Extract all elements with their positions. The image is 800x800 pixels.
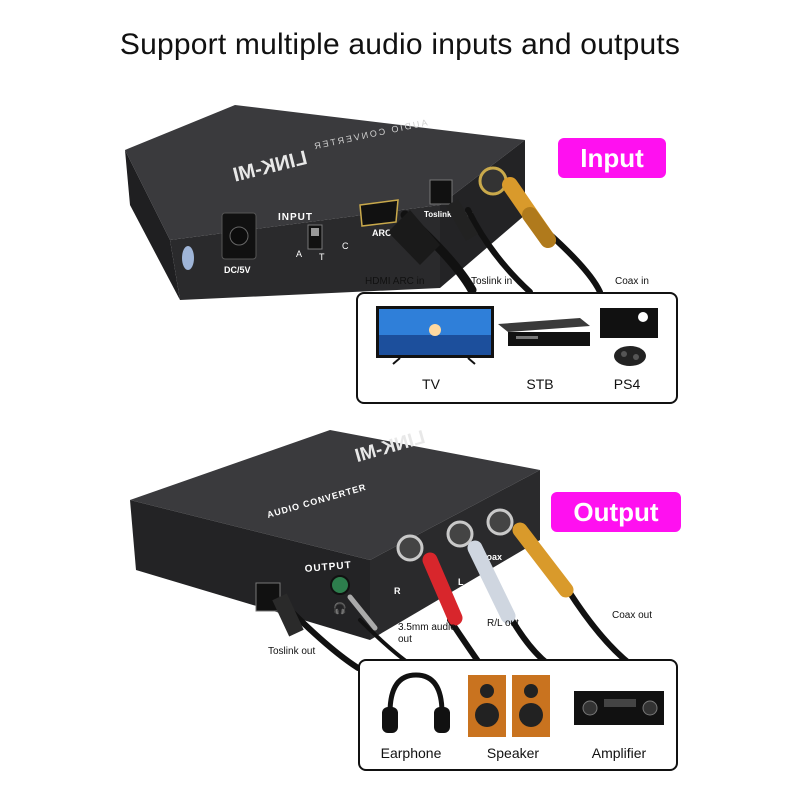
output-port-toslink: Toslink <box>255 622 287 632</box>
arc-label: ARC <box>372 228 392 238</box>
earphone-icon <box>382 672 450 733</box>
output-badge: Output <box>551 492 681 532</box>
output-port-coax: Coax <box>480 552 502 562</box>
toslink-coax-label: Toslink Coax <box>424 210 474 219</box>
cable-label-coax-in: Coax in <box>615 276 649 287</box>
switch-label-c: C <box>342 241 349 251</box>
device-label-speaker: Speaker <box>486 745 540 761</box>
headphone-icon: 🎧 <box>333 602 347 615</box>
stb-icon <box>498 318 590 346</box>
cable-label-rl-out: R/L out <box>487 618 519 629</box>
headline: Support multiple audio inputs and output… <box>119 28 681 61</box>
speaker-icon <box>468 675 550 737</box>
output-devices-box: Earphone Speaker Amplifier <box>358 659 678 771</box>
input-sources-box: TV STB PS4 <box>356 292 678 404</box>
cable-label-toslink-in: Toslink in <box>471 276 513 287</box>
output-cables <box>272 522 633 671</box>
source-label-ps4: PS4 <box>613 376 641 392</box>
switch-label-a: A <box>296 249 302 259</box>
power-label: DC/5V <box>224 265 251 275</box>
output-panel-label: OUTPUT <box>304 560 352 575</box>
ps4-icon <box>600 308 658 366</box>
input-panel-label: INPUT <box>278 212 313 223</box>
output-port-r: R <box>394 586 401 596</box>
amplifier-icon <box>574 691 664 725</box>
input-badge: Input <box>558 138 666 178</box>
source-label-stb: STB <box>526 376 554 392</box>
cable-label-coax-out: Coax out <box>612 610 653 621</box>
output-converter-device: LINK-MI AUDIO CONVERTER OUTPUT Toslink 🎧… <box>130 427 540 640</box>
output-port-l: L <box>458 577 464 587</box>
input-converter-device: LINK-MI AUDIO CONVERTER DC/5V INPUT A T … <box>125 105 525 300</box>
input-cables <box>388 177 603 295</box>
cable-label-hdmi-arc-in: HDMI ARC in <box>365 276 425 287</box>
source-label-tv: TV <box>422 376 440 392</box>
device-label-earphone: Earphone <box>380 745 442 761</box>
cable-label-3-5mm-out: 3.5mm audio out <box>398 622 456 645</box>
switch-label-t: T <box>319 252 325 262</box>
cable-label-toslink-out: Toslink out <box>268 646 316 657</box>
tv-icon <box>376 306 494 365</box>
device-label-amplifier: Amplifier <box>591 745 647 761</box>
